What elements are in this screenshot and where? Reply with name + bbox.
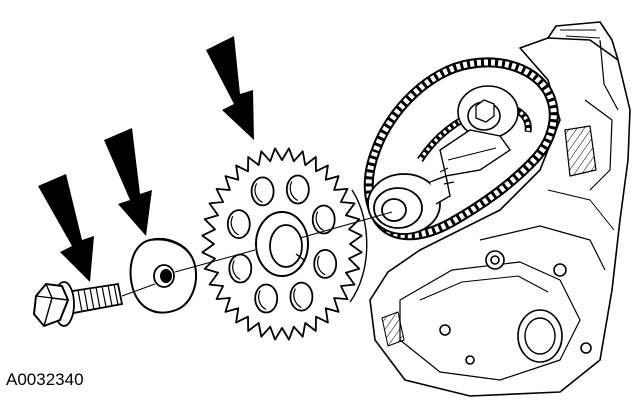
sprocket-keyway	[295, 253, 305, 269]
sprocket-hole-shade	[258, 290, 267, 311]
hex-flange-bolt	[32, 281, 124, 328]
engine-cylinder-head	[369, 21, 631, 397]
sprocket-hole-shade	[254, 183, 263, 203]
sprocket-hole-shade	[289, 181, 299, 202]
sprocket-hole-shade	[317, 255, 326, 276]
assembly-centerline	[121, 211, 393, 297]
upper-cam-sprocket	[457, 85, 519, 139]
sprocket-bore	[269, 224, 303, 268]
callout-arrow-washer	[104, 128, 152, 236]
callout-arrow-bolt	[38, 174, 94, 282]
callout-arrow-sprocket	[206, 36, 254, 140]
flat-washer	[129, 238, 197, 314]
sprocket-hole-shade	[315, 211, 325, 232]
sprocket-hole-shade	[230, 215, 240, 236]
figure-reference-code: A0032340	[6, 370, 84, 389]
camshaft-sprocket	[201, 147, 368, 341]
sprocket-hole-shade	[232, 260, 241, 281]
sprocket-hole-shade	[293, 288, 302, 309]
camshaft-hub	[367, 167, 455, 235]
sprocket-edge	[349, 189, 368, 303]
